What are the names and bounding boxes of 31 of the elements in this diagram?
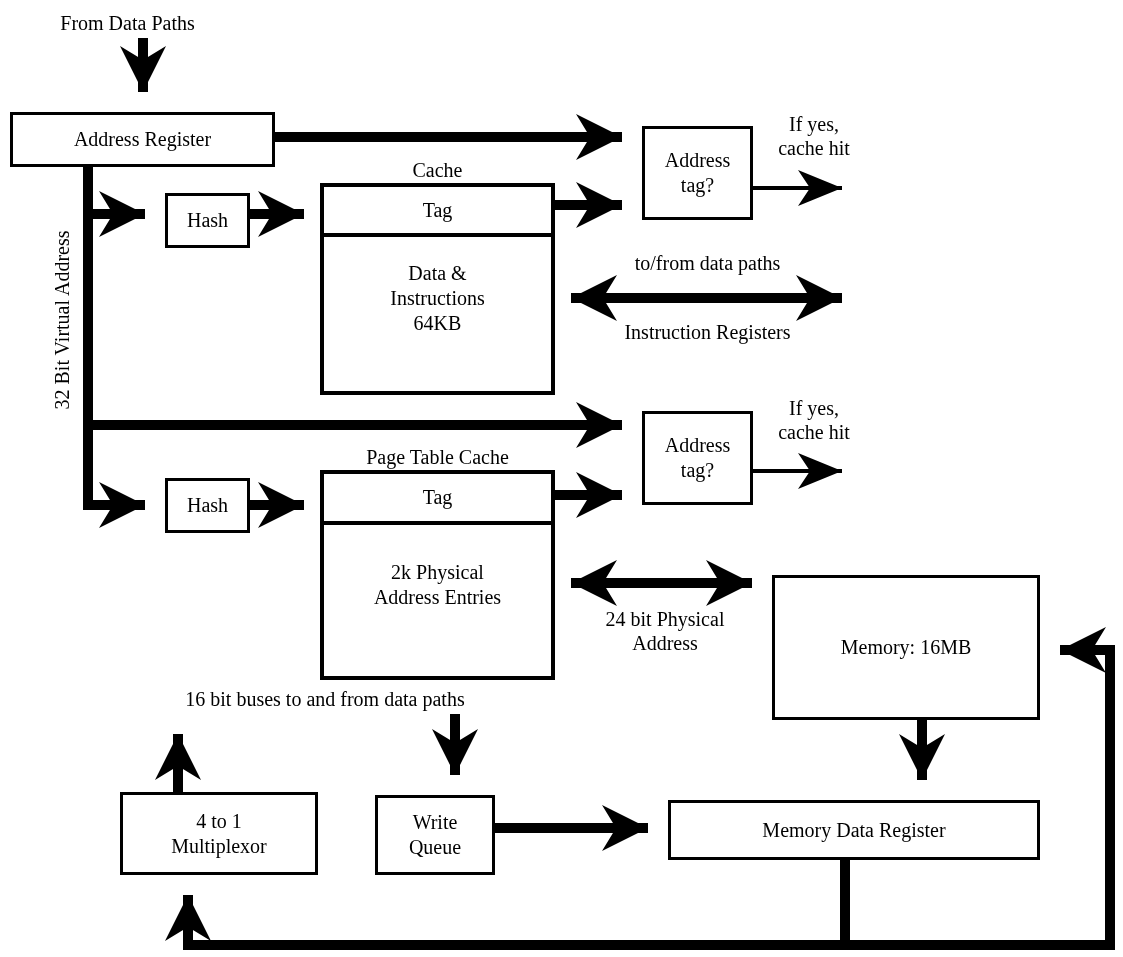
- comparator-box: Address tag?: [642, 126, 753, 220]
- memory-box: Memory: 16MB: [772, 575, 1040, 720]
- bus-arrow: [432, 714, 478, 775]
- tag-section: Tag: [324, 187, 551, 237]
- bus-arrow: [250, 191, 304, 237]
- bus-arrow: [899, 720, 945, 780]
- bus-arrow: [120, 38, 166, 92]
- bus-arrow: [571, 275, 842, 321]
- bus-arrow: [495, 805, 648, 851]
- source-label: From Data Paths: [20, 8, 235, 38]
- memory-section: 2k Physical Address Entries: [324, 525, 551, 676]
- hash-box: Hash: [165, 193, 250, 248]
- bus-label: 16 bit buses to and from data paths: [130, 684, 520, 714]
- bus-arrow: [753, 453, 842, 489]
- register-box: Address Register: [10, 112, 275, 167]
- queue-box: Write Queue: [375, 795, 495, 875]
- bus-arrow: [155, 734, 201, 792]
- bus-arrow: [275, 114, 622, 160]
- port-label: Instruction Registers: [624, 320, 791, 344]
- bus-label: 32 Bit Virtual Address: [50, 230, 74, 410]
- multiplexor-box: 4 to 1 Multiplexor: [120, 792, 318, 875]
- block-heading: Cache: [411, 158, 464, 182]
- tag-section: Tag: [324, 474, 551, 525]
- register-box: Memory Data Register: [668, 800, 1040, 860]
- memory-section: Data & Instructions 64KB: [324, 237, 551, 391]
- block-heading: Page Table Cache: [365, 445, 510, 469]
- hash-box: Hash: [165, 478, 250, 533]
- bus-arrow: [250, 482, 304, 528]
- bus-arrow: [753, 170, 842, 206]
- bus-arrow: [571, 560, 752, 606]
- comparator-box: Address tag?: [642, 411, 753, 505]
